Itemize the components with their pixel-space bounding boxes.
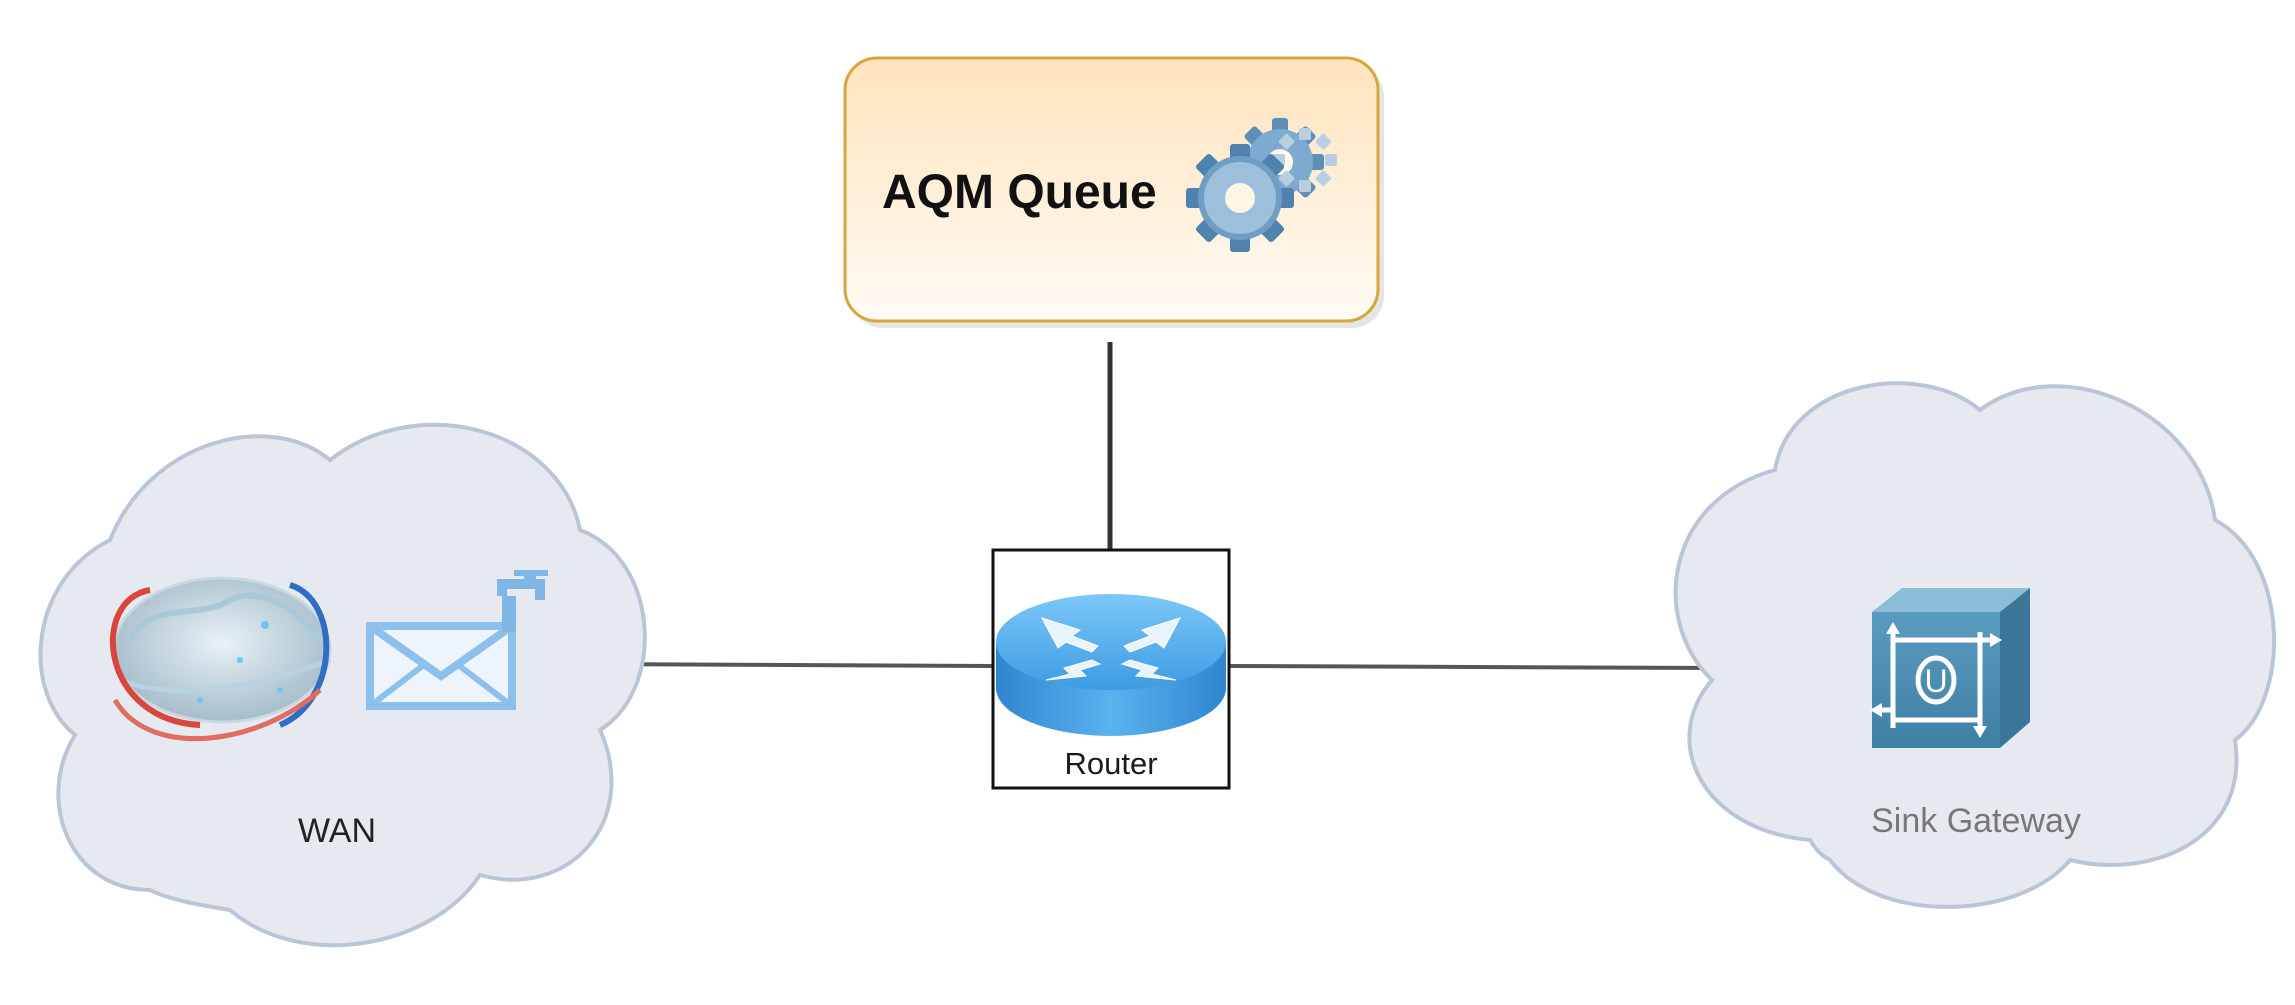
aqm-queue-label: AQM Queue	[882, 166, 1157, 219]
connector-router-sink	[1229, 664, 1723, 670]
wan-label: WAN	[298, 812, 376, 850]
connector-wan-router	[574, 662, 993, 668]
wan-cloud[interactable]: WAN	[38, 422, 647, 948]
mail-tap-icon	[366, 570, 548, 710]
aqm-queue-box[interactable]	[843, 56, 1380, 323]
router-node[interactable]: Router	[991, 548, 1231, 790]
sink-gateway-cloud[interactable]: U Sink Gateway	[1673, 381, 2276, 909]
gears-icon	[1186, 118, 1337, 252]
gateway-box-icon: U	[1870, 588, 2030, 748]
sink-gateway-label: Sink Gateway	[1871, 802, 2081, 840]
aqm-queue-node[interactable]: AQM Queue	[843, 56, 1384, 328]
connectors	[574, 342, 1723, 670]
router-icon	[996, 594, 1226, 736]
svg-text:U: U	[1924, 663, 1947, 699]
wan-cloud-shape	[38, 422, 647, 948]
router-label: Router	[1064, 746, 1157, 781]
globe-icon	[109, 576, 332, 742]
